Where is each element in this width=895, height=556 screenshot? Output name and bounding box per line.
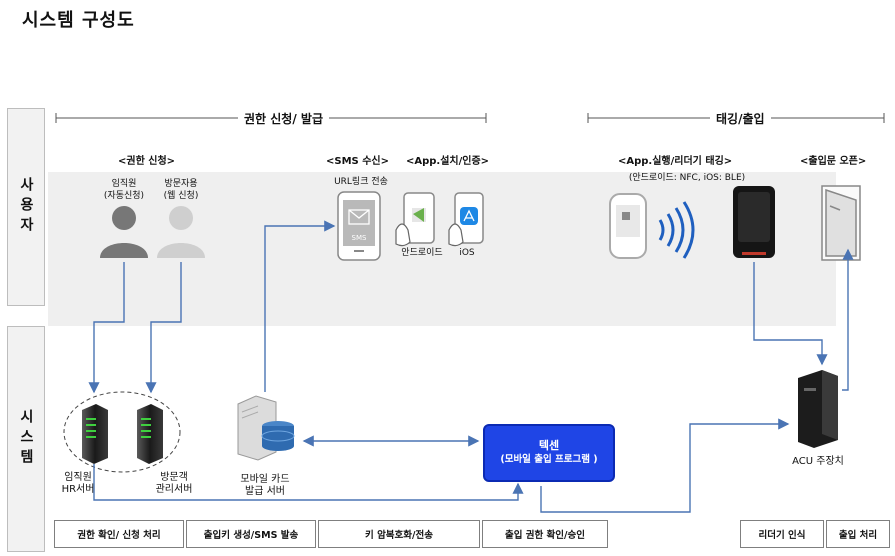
- teksen-title: 텍센: [538, 439, 560, 452]
- card-server-caption-line1: 모바일 카드: [240, 474, 290, 485]
- step-box-key-generation: 출입키 생성/SMS 발송: [186, 520, 316, 548]
- step-box-key-encryption: 키 암복호화/전송: [318, 520, 480, 548]
- card-reader-icon: [733, 186, 775, 258]
- arrow-teksen-to-acu: [540, 418, 790, 513]
- sms-caption: URL링크 전송: [334, 177, 388, 187]
- employee-caption-line1: 임직원: [111, 179, 137, 189]
- user-lane-label: 사용자: [7, 108, 45, 306]
- arrow-reader-to-acu: [753, 262, 828, 366]
- system-lane-text: 시스템: [18, 409, 34, 469]
- card-issuing-server-icon: [237, 395, 295, 461]
- ios-caption: iOS: [459, 248, 475, 258]
- employee-person-icon: [100, 206, 148, 258]
- column-label-sms: <SMS 수신>: [326, 156, 389, 167]
- hr-server-icon: [82, 404, 108, 464]
- tag-caption: (안드로이드: NFC, iOS: BLE): [628, 173, 746, 183]
- arrow-acu-to-door: [842, 248, 854, 391]
- user-lane-text: 사용자: [18, 177, 34, 237]
- visitor-server-icon: [137, 404, 163, 464]
- visitor-caption-line1: 방문자용: [164, 179, 198, 189]
- step-box-access-processing: 출입 처리: [826, 520, 890, 548]
- hr-server-caption: 임직원 HR서버: [50, 472, 106, 496]
- arrow-visitor-to-visitorserver: [145, 262, 182, 394]
- android-phone-icon: [395, 192, 435, 247]
- section-label-permission: 권한 신청/ 발급: [238, 110, 329, 127]
- door-icon: [821, 185, 861, 261]
- arrow-cardserver-to-sms: [264, 220, 336, 392]
- hr-server-caption-line1: 임직원: [64, 472, 92, 483]
- teksen-subtitle: (모바일 출입 프로그램 ): [500, 454, 598, 465]
- column-label-app-tag: <App.실행/리더기 태깅>: [618, 156, 733, 167]
- visitor-server-caption: 방문객 관리서버: [144, 472, 204, 496]
- sms-phone-icon: SMS: [337, 191, 381, 261]
- visitor-server-caption-line1: 방문객: [160, 472, 188, 483]
- employee-caption: 임직원 (자동신청): [94, 178, 154, 202]
- arrow-servers-to-teksen: [93, 464, 524, 501]
- page-title: 시스템 구성도: [22, 10, 135, 31]
- system-lane-label: 시스템: [7, 326, 45, 552]
- column-label-app-install: <App.설치/인증>: [406, 156, 490, 167]
- hr-server-caption-line2: HR서버: [61, 484, 95, 495]
- employee-caption-line2: (자동신청): [103, 191, 145, 201]
- visitor-caption: 방문자용 (웹 신청): [151, 178, 211, 202]
- teksen-program-box: 텍센 (모바일 출입 프로그램 ): [483, 424, 615, 482]
- acu-controller-icon: [798, 370, 838, 448]
- visitor-server-caption-line2: 관리서버: [155, 484, 193, 495]
- tagging-phone-icon: [609, 193, 647, 259]
- nfc-wave-icon: [658, 201, 695, 259]
- column-label-door-open: <출입문 오픈>: [800, 156, 867, 167]
- android-caption: 안드로이드: [401, 248, 443, 258]
- ios-phone-icon: [448, 192, 484, 247]
- sms-phone-label: SMS: [352, 234, 367, 242]
- server-group-outline: [63, 391, 181, 473]
- step-box-reader-recognition: 리더기 인식: [740, 520, 824, 548]
- arrow-employee-to-hr: [88, 262, 125, 394]
- visitor-caption-line2: (웹 신청): [163, 191, 199, 201]
- visitor-person-icon: [157, 206, 205, 258]
- step-box-permission-check: 권한 확인/ 신청 처리: [54, 520, 184, 548]
- acu-caption: ACU 주장치: [792, 456, 844, 467]
- column-label-apply: <권한 신청>: [118, 156, 176, 167]
- section-label-tagging: 태깅/출입: [710, 110, 771, 127]
- card-server-caption: 모바일 카드 발급 서버: [228, 474, 302, 498]
- step-box-access-approval: 출입 권한 확인/승인: [482, 520, 608, 548]
- card-server-caption-line2: 발급 서버: [245, 486, 285, 497]
